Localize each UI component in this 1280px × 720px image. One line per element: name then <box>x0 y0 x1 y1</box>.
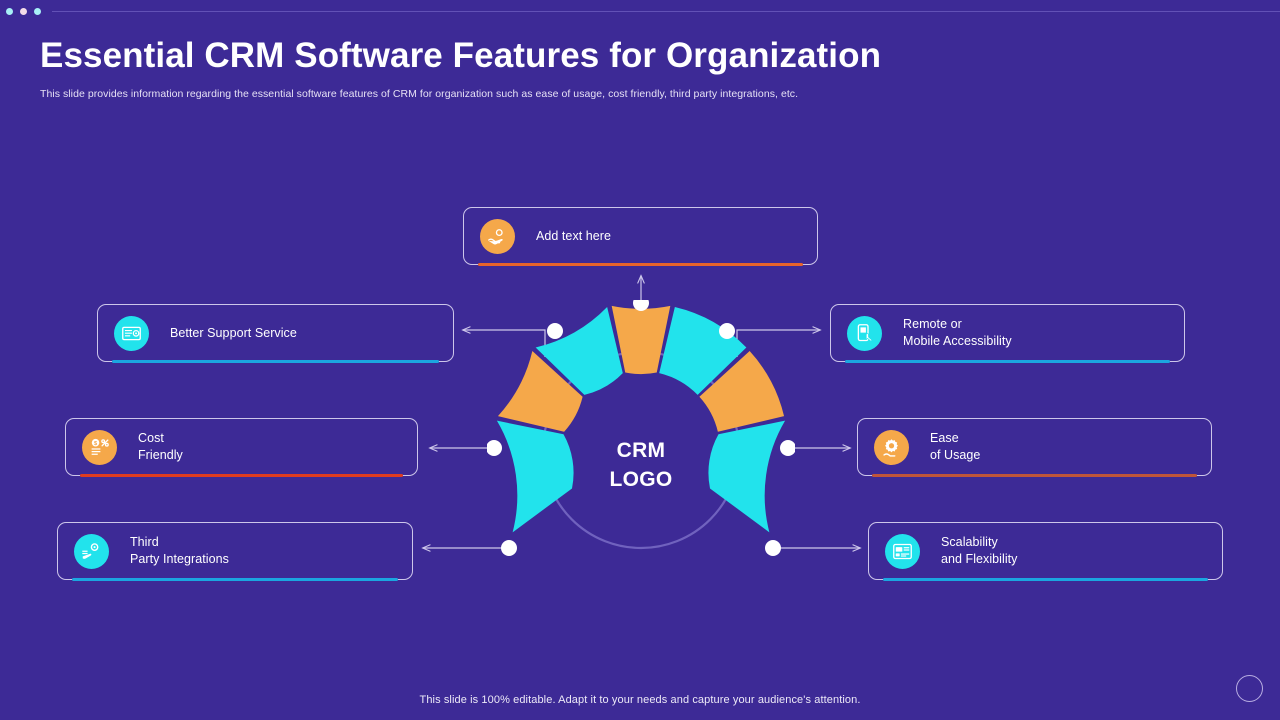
card-remote-or-mobile-accessibility[interactable]: Remote or Mobile Accessibility <box>830 304 1185 363</box>
anchor-dot-cost-friendly[interactable] <box>487 440 502 456</box>
anchor-dot-better-support[interactable] <box>547 323 563 339</box>
hub-label-line1: CRM <box>616 439 666 462</box>
page-title: Essential CRM Software Features for Orga… <box>40 36 882 75</box>
anchor-dot-remote-mobile[interactable] <box>719 323 735 339</box>
card-ease-of-usage[interactable]: Ease of Usage <box>857 418 1212 477</box>
card-add-text-label: Add text here <box>536 228 611 245</box>
dashboard-window-icon <box>885 533 920 569</box>
card-remote-or-mobile-accessibility-label: Remote or Mobile Accessibility <box>903 316 1012 350</box>
segment-remote-mobile[interactable] <box>659 306 747 395</box>
money-percent-icon: $ <box>82 429 117 465</box>
hub-label-line2: LOGO <box>609 468 673 491</box>
svg-text:$: $ <box>94 441 98 447</box>
anchor-dot-scalability[interactable] <box>765 540 781 556</box>
card-scalability-and-flexibility-underline <box>883 578 1208 581</box>
card-cost-friendly-line2: Friendly <box>138 448 183 462</box>
card-cost-friendly-label: Cost Friendly <box>138 430 183 464</box>
segment-ease-of-usage[interactable] <box>699 351 785 432</box>
card-scalability-and-flexibility-line1: Scalability <box>941 535 998 549</box>
card-ease-of-usage-label: Ease of Usage <box>930 430 980 464</box>
hand-gear-icon <box>74 533 109 569</box>
card-add-text[interactable]: Add text here <box>463 207 818 266</box>
card-add-text-underline <box>478 263 803 266</box>
footer-note: This slide is 100% editable. Adapt it to… <box>419 694 861 706</box>
card-cost-friendly[interactable]: $ Cost Friendly <box>65 418 418 477</box>
segment-cost-friendly[interactable] <box>497 351 583 432</box>
card-cost-friendly-underline <box>80 474 403 477</box>
corner-circle-decoration <box>1236 675 1263 702</box>
card-scalability-and-flexibility-label: Scalability and Flexibility <box>941 534 1017 568</box>
card-remote-or-mobile-accessibility-line2: Mobile Accessibility <box>903 334 1012 348</box>
card-better-support-service[interactable]: Better Support Service <box>97 304 454 363</box>
card-better-support-service-line1: Better Support Service <box>170 325 297 340</box>
card-cost-friendly-line1: Cost <box>138 431 164 445</box>
mobile-touch-icon <box>847 315 882 351</box>
card-remote-or-mobile-accessibility-underline <box>845 360 1170 363</box>
card-better-support-service-label: Better Support Service <box>170 325 297 342</box>
card-scalability-and-flexibility[interactable]: Scalability and Flexibility <box>868 522 1223 581</box>
header-divider <box>52 11 1280 12</box>
card-third-party-integrations-underline <box>72 578 398 581</box>
card-ease-of-usage-line2: of Usage <box>930 448 981 462</box>
card-ease-of-usage-underline <box>872 474 1197 477</box>
hand-coin-icon <box>480 218 515 254</box>
card-third-party-integrations[interactable]: Third Party Integrations <box>57 522 413 581</box>
window-dot-2-icon[interactable] <box>20 8 27 15</box>
anchor-dot-third-party[interactable] <box>501 540 517 556</box>
card-third-party-integrations-line2: Party Integrations <box>130 552 229 566</box>
window-dots <box>6 8 41 15</box>
segment-scalability[interactable] <box>708 420 786 533</box>
card-scalability-and-flexibility-line2: and Flexibility <box>941 552 1018 566</box>
window-chrome <box>0 0 1280 22</box>
card-remote-or-mobile-accessibility-line1: Remote or <box>903 317 962 331</box>
segment-add-text[interactable] <box>611 305 671 375</box>
card-ease-of-usage-line1: Ease <box>930 431 959 445</box>
anchor-dot-ease-of-usage[interactable] <box>780 440 795 456</box>
card-third-party-integrations-label: Third Party Integrations <box>130 534 229 568</box>
anchor-dot-add-text[interactable] <box>633 300 649 311</box>
window-dot-1-icon[interactable] <box>6 8 13 15</box>
page-subtitle: This slide provides information regardin… <box>40 88 799 100</box>
window-dot-3-icon[interactable] <box>34 8 41 15</box>
crm-feature-wheel <box>487 300 795 556</box>
gear-hand-icon <box>874 429 909 465</box>
card-add-text-line1: Add text here <box>536 228 612 243</box>
slide-header: Essential CRM Software Features for Orga… <box>40 34 1240 101</box>
document-gear-icon <box>114 315 149 351</box>
card-third-party-integrations-line1: Third <box>130 535 159 549</box>
card-better-support-service-underline <box>112 360 439 363</box>
hub-label: CRM LOGO <box>560 436 722 494</box>
segment-better-support[interactable] <box>535 306 623 395</box>
segment-third-party[interactable] <box>496 420 574 533</box>
